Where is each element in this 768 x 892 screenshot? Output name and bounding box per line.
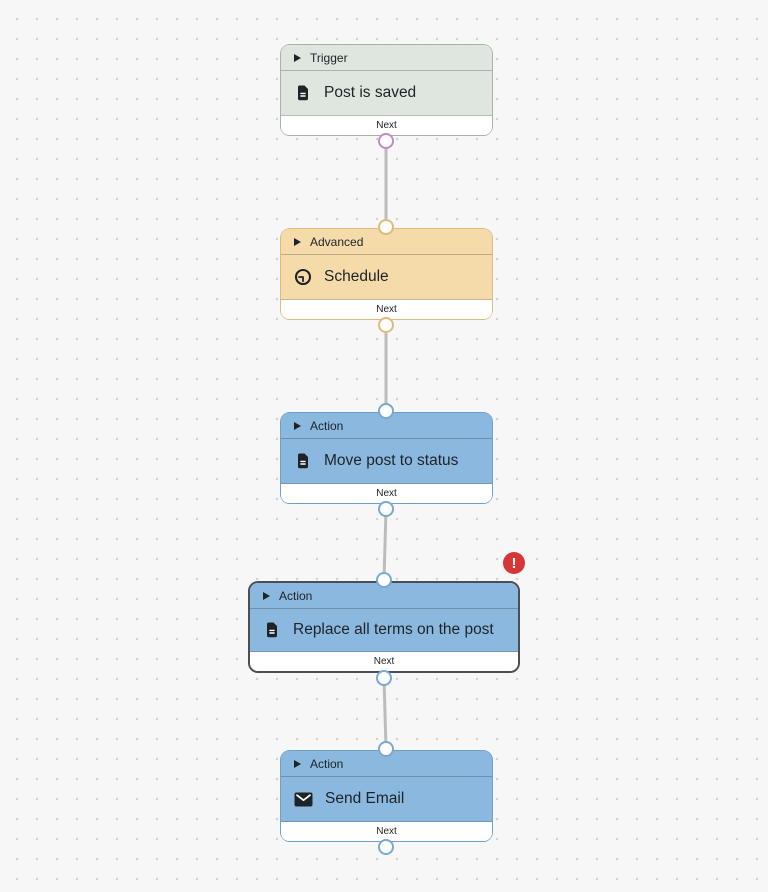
node-category-label: Action xyxy=(310,756,344,771)
node-category-label: Advanced xyxy=(310,234,364,249)
node-body[interactable]: Send Email xyxy=(281,777,492,822)
error-badge[interactable]: ! xyxy=(503,552,525,574)
node-next-label: Next xyxy=(250,652,518,671)
output-port-replace-terms[interactable] xyxy=(376,670,392,686)
node-next-label: Next xyxy=(281,822,492,841)
workflow-node-schedule[interactable]: Advanced Schedule Next xyxy=(280,228,493,320)
workflow-node-post-is-saved[interactable]: Trigger Post is saved Next xyxy=(280,44,493,136)
input-port-move-post[interactable] xyxy=(378,403,394,419)
node-next-label: Next xyxy=(281,300,492,319)
input-port-send-email[interactable] xyxy=(378,741,394,757)
node-title: Move post to status xyxy=(324,452,459,469)
edge-action1-to-action2 xyxy=(382,507,388,582)
node-title: Send Email xyxy=(325,790,405,807)
node-header[interactable]: Advanced xyxy=(281,229,492,255)
expand-triangle-icon xyxy=(294,237,301,246)
node-body[interactable]: Replace all terms on the post xyxy=(250,609,518,652)
input-port-schedule[interactable] xyxy=(378,219,394,235)
document-icon xyxy=(263,621,281,639)
workflow-node-replace-all-terms[interactable]: Action Replace all terms on the post Nex… xyxy=(248,581,520,673)
output-port-trigger[interactable] xyxy=(378,133,394,149)
output-port-schedule[interactable] xyxy=(378,317,394,333)
node-title: Schedule xyxy=(324,268,389,285)
workflow-node-send-email[interactable]: Action Send Email Next xyxy=(280,750,493,842)
output-port-move-post[interactable] xyxy=(378,501,394,517)
node-body[interactable]: Schedule xyxy=(281,255,492,300)
node-body[interactable]: Move post to status xyxy=(281,439,492,484)
envelope-icon xyxy=(294,792,313,807)
node-title: Replace all terms on the post xyxy=(293,621,494,638)
expand-triangle-icon xyxy=(294,421,301,430)
node-body[interactable]: Post is saved xyxy=(281,71,492,116)
node-title: Post is saved xyxy=(324,84,417,101)
document-icon xyxy=(294,84,312,102)
output-port-send-email[interactable] xyxy=(378,839,394,855)
input-port-replace-terms[interactable] xyxy=(376,572,392,588)
node-header[interactable]: Trigger xyxy=(281,45,492,71)
edge-action2-to-action3 xyxy=(382,676,388,751)
node-category-label: Trigger xyxy=(310,50,348,65)
expand-triangle-icon xyxy=(263,591,270,600)
node-category-label: Action xyxy=(279,588,313,603)
node-category-label: Action xyxy=(310,418,344,433)
node-next-label: Next xyxy=(281,484,492,503)
expand-triangle-icon xyxy=(294,53,301,62)
workflow-node-move-post-to-status[interactable]: Action Move post to status Next xyxy=(280,412,493,504)
document-icon xyxy=(294,452,312,470)
node-next-label: Next xyxy=(281,116,492,135)
expand-triangle-icon xyxy=(294,759,301,768)
clock-icon xyxy=(294,268,312,286)
